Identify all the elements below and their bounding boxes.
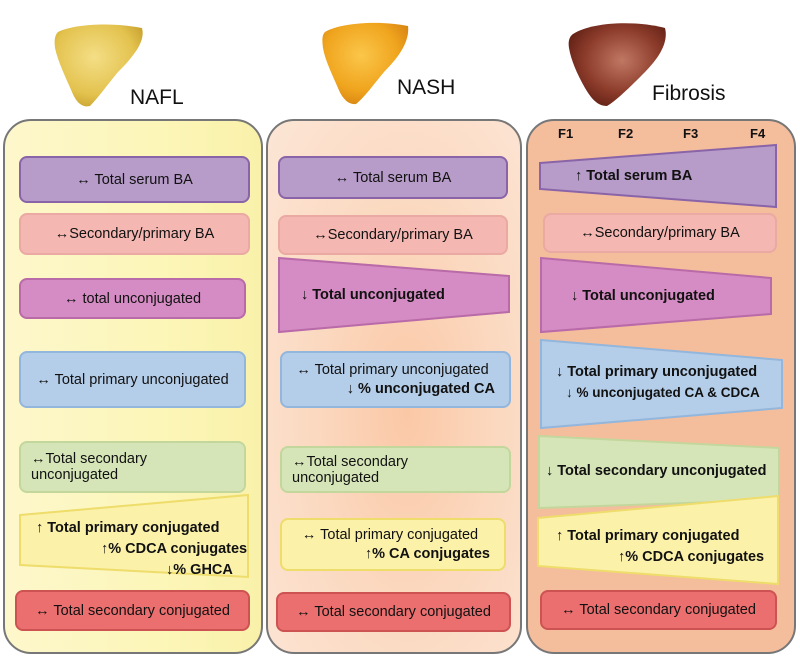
fibrosis-stage-f4: F4 [750, 126, 766, 141]
fibrosis-primary-unconj-line2: ↓ % unconjugated CA & CDCA [566, 385, 760, 400]
fibrosis-secondary-unconjugated-label: ↓ Total secondary unconjugated [546, 463, 767, 479]
nash-primary-conj-line1: ↔ Total primary conjugated [301, 526, 479, 543]
nafl-total-secondary-conjugated: ↔ Total secondary conjugated [15, 590, 250, 631]
fibrosis-total-serum-ba-label: ↑ Total serum BA [575, 168, 693, 184]
fibrosis-stage-f1: F1 [558, 126, 574, 141]
nash-total-secondary-unconjugated: ↔Total secondary unconjugated [280, 446, 511, 493]
nash-title: NASH [397, 76, 456, 99]
nafl-primary-conjugated-wedge [19, 493, 249, 579]
fibrosis-total-serum-ba-wedge [539, 143, 777, 209]
fibrosis-primary-conj-line2: ↑% CDCA conjugates [618, 549, 765, 565]
nash-secondary-primary-ba: ↔Secondary/primary BA [278, 215, 508, 255]
nafl-total-serum-ba: ↔ Total serum BA [19, 156, 250, 203]
nash-primary-unconj-line2: ↓ % unconjugated CA [346, 380, 495, 397]
nash-liver-icon [322, 22, 409, 105]
fibrosis-total-unconjugated-label: ↓ Total unconjugated [571, 288, 715, 304]
fibrosis-total-secondary-conjugated: ↔ Total secondary conjugated [540, 590, 777, 630]
nafl-total-secondary-unconjugated: ↔Total secondary unconjugated [19, 441, 246, 493]
nash-total-primary-unconjugated: ↔ Total primary unconjugated ↓ % unconju… [280, 351, 511, 408]
fibrosis-primary-unconj-line1: ↓ Total primary unconjugated [556, 364, 758, 380]
nash-total-unconjugated-wedge [278, 256, 510, 334]
nafl-primary-conjugated-line1: ↑ Total primary conjugated [36, 520, 220, 536]
nafl-total-primary-unconjugated: ↔ Total primary unconjugated [19, 351, 246, 408]
nafl-primary-conjugated-line3: ↓% GHCA [166, 562, 233, 578]
fibrosis-primary-conj-line1: ↑ Total primary conjugated [556, 528, 740, 544]
fibrosis-primary-conjugated-wedge [537, 494, 779, 586]
nafl-secondary-primary-ba: ↔Secondary/primary BA [19, 213, 250, 255]
nash-primary-unconj-line1: ↔ Total primary unconjugated [296, 361, 489, 378]
fibrosis-total-unconjugated-wedge [540, 256, 772, 334]
nash-total-unconjugated-label: ↓ Total unconjugated [301, 287, 445, 303]
nafl-total-unconjugated: ↔ total unconjugated [19, 278, 246, 319]
nafl-primary-conjugated-line2: ↑% CDCA conjugates [101, 541, 248, 557]
fibrosis-title: Fibrosis [652, 82, 726, 105]
nafl-liver-icon [54, 24, 143, 107]
nash-total-secondary-conjugated: ↔ Total secondary conjugated [276, 592, 511, 632]
fibrosis-primary-unconjugated-wedge [540, 338, 783, 430]
nash-total-serum-ba: ↔ Total serum BA [278, 156, 508, 199]
fibrosis-liver-icon [568, 23, 666, 107]
fibrosis-secondary-primary-ba: ↔Secondary/primary BA [543, 213, 777, 253]
fibrosis-stage-f2: F2 [618, 126, 634, 141]
nafl-title: NAFL [130, 86, 184, 109]
nash-total-primary-conjugated: ↔ Total primary conjugated ↑% CA conjuga… [280, 518, 506, 571]
nash-primary-conj-line2: ↑% CA conjugates [364, 545, 490, 562]
fibrosis-stage-f3: F3 [683, 126, 699, 141]
